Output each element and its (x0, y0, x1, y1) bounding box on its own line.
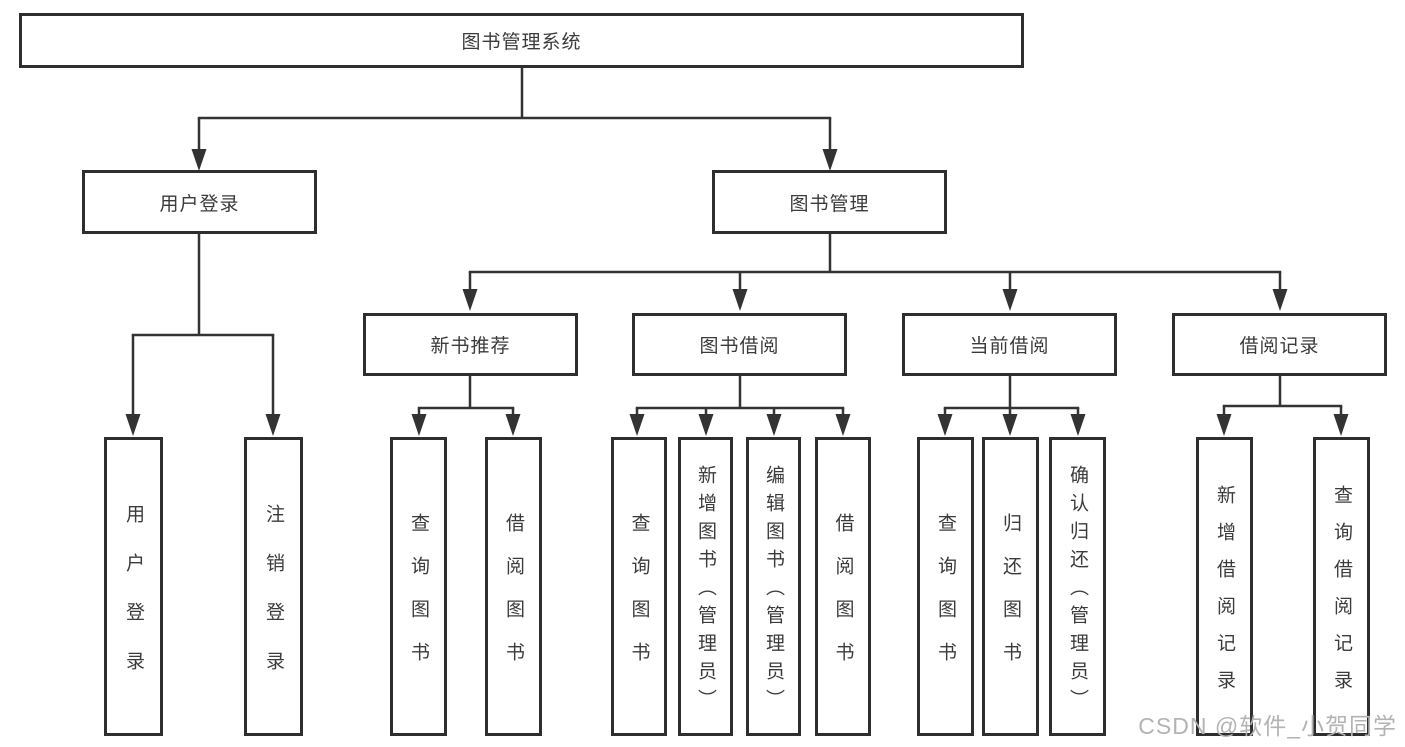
node-current-borrow: 当前借阅 (902, 313, 1117, 376)
leaf-return-books: 归还图书 (982, 437, 1039, 736)
leaf-confirm-return-admin: 确认归还（管理员） (1049, 437, 1106, 736)
node-book-management: 图书管理 (712, 170, 947, 234)
node-label: 图书管理系统 (461, 32, 582, 53)
leaf-borrow-books: 借阅图书 (815, 437, 871, 736)
leaf-query-borrow-record: 查询借阅记录 (1313, 437, 1370, 736)
leaf-label: 编辑图书（管理员） (763, 465, 784, 717)
node-root: 图书管理系统 (19, 13, 1024, 68)
node-label: 用户登录 (159, 193, 240, 215)
leaf-label: 查询借阅记录 (1331, 484, 1352, 707)
leaf-label: 查询图书 (408, 512, 429, 685)
node-borrow-records: 借阅记录 (1172, 313, 1387, 376)
node-label: 借阅记录 (1239, 336, 1320, 357)
leaf-borrow-books-recommend: 借阅图书 (485, 437, 542, 736)
leaf-query-books-recommend: 查询图书 (390, 437, 447, 736)
node-new-book-recommend: 新书推荐 (363, 313, 578, 376)
leaf-add-book-admin: 新增图书（管理员） (678, 437, 733, 736)
leaf-label: 查询图书 (935, 512, 956, 685)
leaf-label: 注销登录 (263, 503, 284, 700)
leaf-label: 新增借阅记录 (1214, 484, 1235, 707)
leaf-user-login: 用户登录 (104, 437, 163, 736)
leaf-add-borrow-record: 新增借阅记录 (1196, 437, 1253, 736)
node-label: 图书借阅 (699, 336, 780, 357)
leaf-label: 新增图书（管理员） (695, 465, 716, 717)
node-label: 当前借阅 (969, 336, 1050, 357)
node-user-login: 用户登录 (82, 170, 317, 234)
leaf-label: 归还图书 (1000, 512, 1021, 685)
leaf-logout: 注销登录 (244, 437, 303, 736)
leaf-query-books-current: 查询图书 (917, 437, 974, 736)
watermark-text: CSDN @软件_小贺同学 (1138, 713, 1397, 739)
leaf-query-books-borrow: 查询图书 (611, 437, 667, 736)
leaf-label: 查询图书 (628, 512, 650, 685)
leaf-edit-book-admin: 编辑图书（管理员） (746, 437, 801, 736)
leaf-label: 确认归还（管理员） (1067, 465, 1088, 717)
node-label: 图书管理 (789, 193, 870, 215)
leaf-label: 用户登录 (123, 503, 144, 700)
node-label: 新书推荐 (430, 336, 511, 357)
leaf-label: 借阅图书 (503, 512, 524, 685)
node-book-borrow: 图书借阅 (632, 313, 847, 376)
leaf-label: 借阅图书 (832, 512, 854, 685)
